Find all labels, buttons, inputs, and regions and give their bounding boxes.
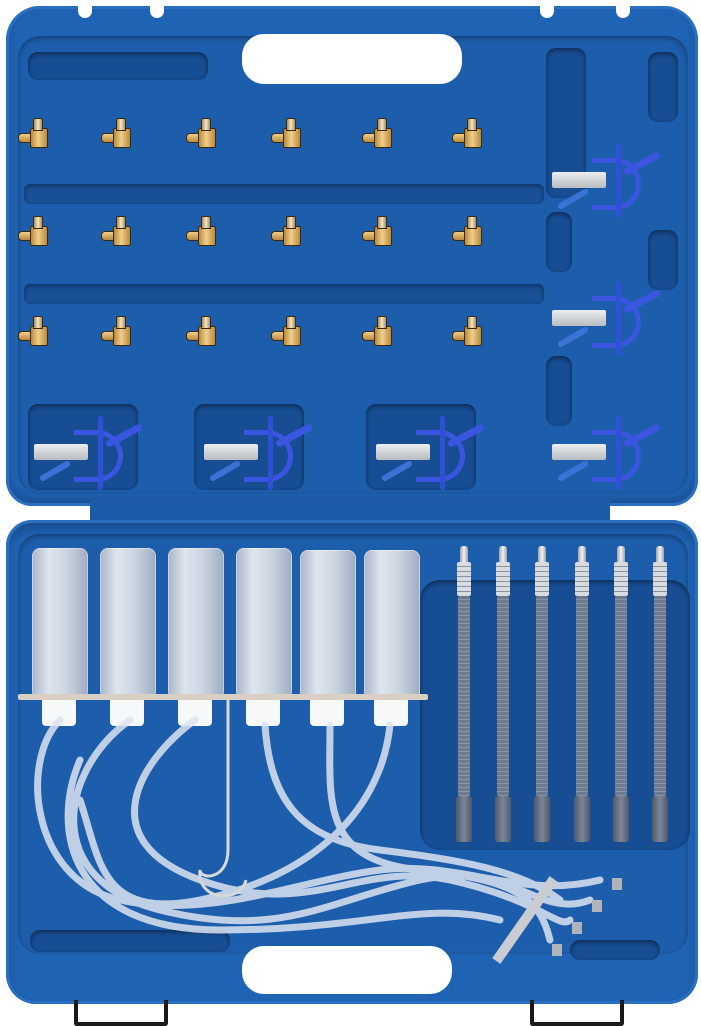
measuring-cylinder — [168, 548, 224, 696]
measuring-cylinder — [32, 548, 88, 696]
brass-fitting — [18, 118, 52, 148]
brass-fitting — [101, 316, 135, 346]
brass-fitting — [271, 216, 305, 246]
brass-fitting — [362, 316, 396, 346]
case-notch — [78, 4, 92, 18]
cylinder-base — [246, 700, 280, 726]
case-notch — [150, 4, 164, 18]
top-handle-opening — [242, 34, 462, 84]
brass-fitting — [271, 316, 305, 346]
hose-manifold — [492, 876, 622, 964]
cylinder-rack — [18, 694, 428, 700]
clamp-slot — [648, 230, 678, 290]
hook — [198, 700, 248, 898]
case-notch — [540, 4, 554, 18]
hose-clamp — [552, 278, 662, 358]
hose-clamp — [552, 412, 662, 492]
hose-clamp — [552, 140, 662, 220]
brass-fitting — [362, 118, 396, 148]
brass-fitting — [452, 118, 486, 148]
injector-adapter — [494, 546, 512, 844]
channel — [24, 184, 544, 204]
brass-fitting — [186, 118, 220, 148]
clamp-slot — [648, 52, 678, 122]
clamp-slot — [546, 212, 572, 272]
brass-fitting — [18, 316, 52, 346]
hose-clamp — [376, 412, 486, 492]
storage-slot — [30, 930, 230, 952]
cylinder-base — [310, 700, 344, 726]
injector-adapter — [612, 546, 630, 844]
bottom-handle-opening — [242, 946, 452, 994]
case-notch — [616, 4, 630, 18]
brass-fitting — [18, 216, 52, 246]
brass-fitting — [452, 316, 486, 346]
measuring-cylinder — [364, 550, 420, 698]
measuring-cylinder — [300, 550, 356, 698]
case-latch[interactable] — [530, 1000, 624, 1026]
brass-fitting — [186, 316, 220, 346]
brass-fitting — [101, 216, 135, 246]
injector-adapter — [573, 546, 591, 844]
measuring-cylinder — [100, 548, 156, 696]
storage-slot — [570, 940, 660, 960]
brass-fitting — [101, 118, 135, 148]
measuring-cylinder — [236, 548, 292, 696]
brass-fitting — [271, 118, 305, 148]
injector-adapter — [533, 546, 551, 844]
injector-adapter — [455, 546, 473, 844]
brass-fitting — [186, 216, 220, 246]
hose-clamp — [34, 412, 144, 492]
channel — [24, 284, 544, 304]
clamp-slot — [546, 356, 572, 426]
brass-fitting — [452, 216, 486, 246]
case-latch[interactable] — [74, 1000, 168, 1026]
injector-adapter — [651, 546, 669, 844]
hose-clamp — [204, 412, 314, 492]
storage-slot — [28, 52, 208, 80]
brass-fitting — [362, 216, 396, 246]
